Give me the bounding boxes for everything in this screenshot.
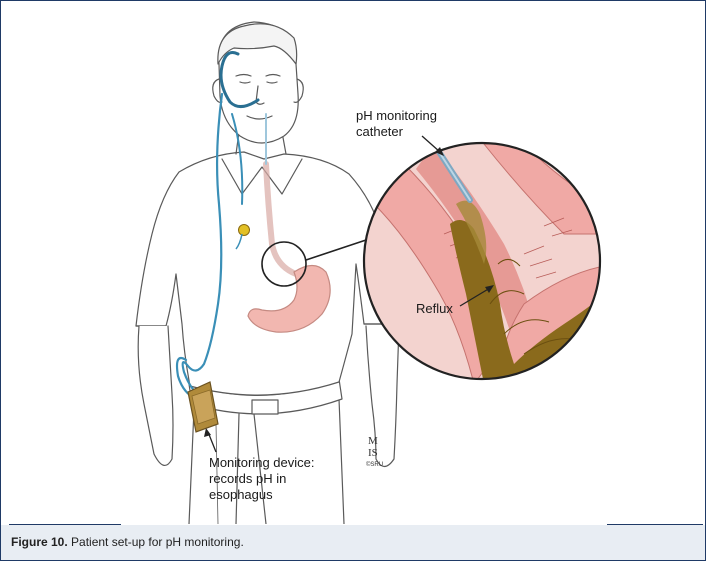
device-label-line3: esophagus bbox=[209, 487, 273, 502]
caption-text: Patient set-up for pH monitoring. bbox=[68, 535, 244, 549]
device-label-line2: records pH in bbox=[209, 471, 286, 486]
catheter-label-line2: catheter bbox=[356, 124, 404, 139]
device-label-line1: Monitoring device: bbox=[209, 455, 315, 470]
svg-text:©SRU: ©SRU bbox=[366, 461, 383, 468]
svg-text:M: M bbox=[368, 435, 378, 447]
magnifier-circle-icon bbox=[364, 143, 604, 384]
svg-text:IS: IS bbox=[368, 447, 378, 459]
catheter-label-line1: pH monitoring bbox=[356, 108, 437, 123]
figure-number: Figure 10. bbox=[11, 535, 68, 549]
device-pointer-arrow bbox=[204, 428, 216, 452]
figure-caption: Figure 10. Patient set-up for pH monitor… bbox=[1, 525, 705, 560]
person-illustration bbox=[136, 22, 399, 524]
reflux-label: Reflux bbox=[416, 301, 453, 316]
illustration: pH monitoring catheter Reflux Monitoring… bbox=[4, 4, 704, 524]
